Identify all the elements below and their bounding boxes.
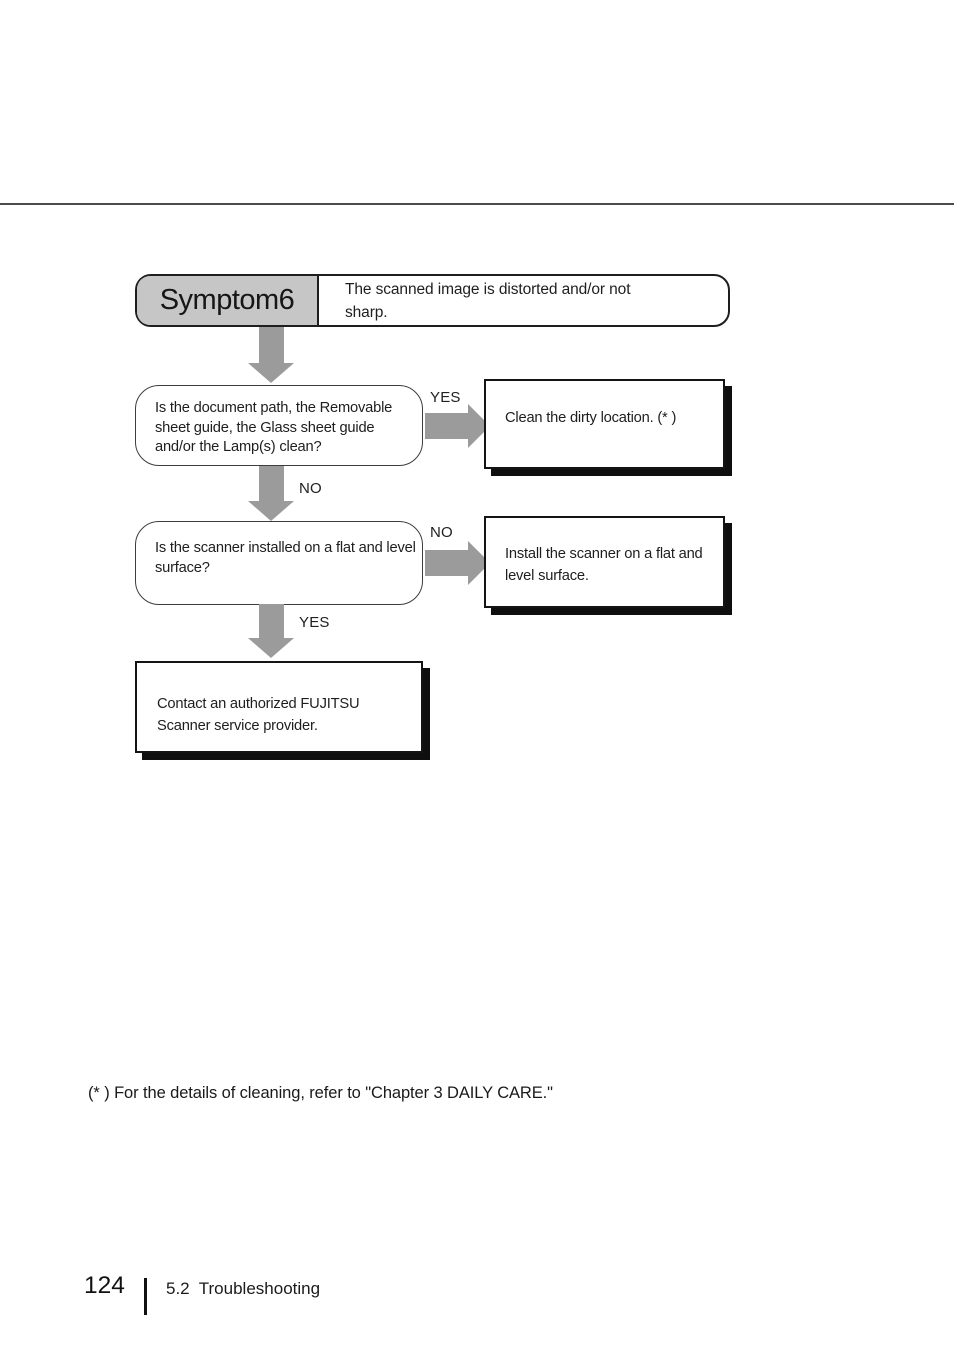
- symptom-header: Symptom6 The scanned image is distorted …: [135, 274, 730, 327]
- no-label: NO: [430, 524, 453, 541]
- footnote: (* ) For the details of cleaning, refer …: [88, 1084, 553, 1102]
- arrow-shaft: [258, 466, 284, 501]
- arrow-right-icon: [425, 404, 490, 448]
- action-box-contact: Contact an authorized FUJITSU Scanner se…: [135, 661, 423, 753]
- symptom-description: The scanned image is distorted and/or no…: [345, 280, 631, 321]
- action-box-install: Install the scanner on a flat and level …: [484, 516, 725, 608]
- action-text: Clean the dirty location. (* ): [505, 410, 677, 426]
- arrow-shaft: [425, 550, 468, 576]
- arrow-shaft: [425, 413, 468, 439]
- arrow-shaft: [258, 327, 284, 363]
- yes-label: YES: [299, 614, 330, 631]
- arrow-down-icon: [248, 327, 294, 383]
- action-text: Install the scanner on a flat and level …: [505, 546, 703, 584]
- arrow-shaft: [258, 604, 284, 638]
- symptom-label: Symptom6: [137, 276, 319, 325]
- action-text: Contact an authorized FUJITSU Scanner se…: [157, 696, 360, 734]
- arrow-head: [248, 363, 294, 383]
- arrow-down-icon: [248, 604, 294, 658]
- arrow-down-icon: [248, 466, 294, 521]
- arrow-right-icon: [425, 541, 490, 585]
- footer-divider: [144, 1278, 147, 1315]
- symptom-description-cell: The scanned image is distorted and/or no…: [319, 276, 728, 325]
- arrow-head: [248, 501, 294, 521]
- action-box-clean: Clean the dirty location. (* ): [484, 379, 725, 469]
- no-label: NO: [299, 480, 322, 497]
- page-number: 124: [84, 1272, 125, 1299]
- top-rule: [0, 203, 954, 205]
- section-title: 5.2 Troubleshooting: [166, 1279, 321, 1298]
- decision-box-clean-check: Is the document path, the Removable shee…: [135, 385, 423, 466]
- yes-label: YES: [430, 389, 461, 406]
- decision-question: Is the scanner installed on a flat and l…: [155, 540, 416, 576]
- decision-question: Is the document path, the Removable shee…: [155, 400, 393, 456]
- arrow-head: [248, 638, 294, 658]
- decision-box-level-check: Is the scanner installed on a flat and l…: [135, 521, 423, 605]
